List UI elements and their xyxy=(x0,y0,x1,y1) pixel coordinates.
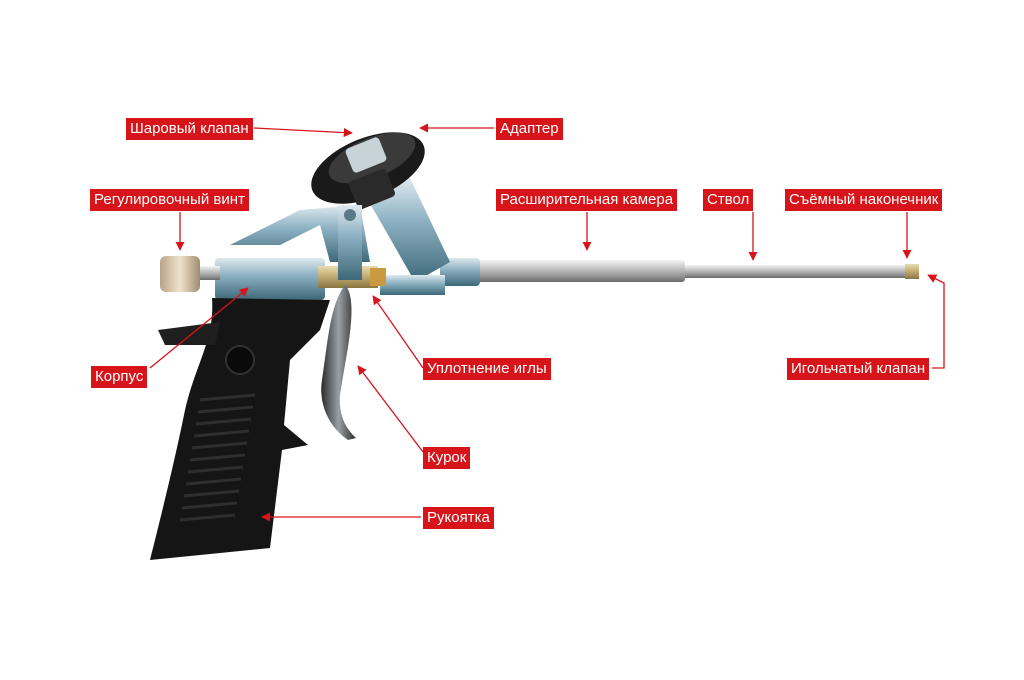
label-needle-valve: Игольчатый клапан xyxy=(787,358,930,380)
label-body: Корпус xyxy=(91,366,148,388)
label-expansion-chamber: Расширительная камера xyxy=(496,189,678,211)
adapter-head xyxy=(311,132,425,210)
barrel-tube xyxy=(680,264,919,279)
leader-ball-valve xyxy=(253,127,353,138)
gun-trigger xyxy=(321,285,356,440)
adjusting-screw xyxy=(160,256,220,292)
adapter-stem xyxy=(368,178,450,295)
leader-needle-seal xyxy=(372,295,424,369)
label-trigger: Курок xyxy=(423,447,471,469)
expansion-chamber-tube xyxy=(440,258,685,286)
gun-body xyxy=(215,205,386,300)
label-barrel: Ствол xyxy=(703,189,754,211)
label-adjusting-screw: Регулировочный винт xyxy=(90,189,249,211)
leader-body xyxy=(149,287,249,369)
leader-trigger xyxy=(357,365,424,453)
label-needle-seal: Уплотнение иглы xyxy=(423,358,551,380)
label-ball-valve: Шаровый клапан xyxy=(126,118,253,140)
gun-handle xyxy=(150,298,330,560)
leader-needle-valve xyxy=(927,274,945,369)
label-removable-tip: Съёмный наконечник xyxy=(785,189,943,211)
label-adapter: Адаптер xyxy=(496,118,563,140)
label-handle: Рукоятка xyxy=(423,507,494,529)
